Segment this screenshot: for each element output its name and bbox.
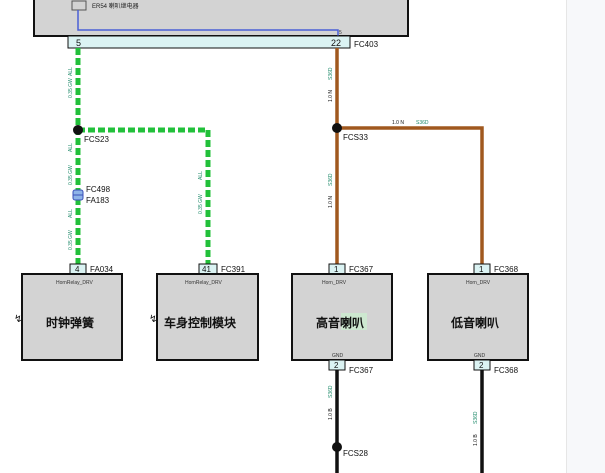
component-low-horn-gnd-label: GND: [474, 353, 486, 359]
brown-horiz-label-code: S36D: [416, 120, 429, 126]
green-wire-label-all-1: ALL: [68, 67, 74, 76]
component-low-horn-gnd-pin-number: 2: [479, 361, 484, 370]
component-high-horn-name-highlight: 喇叭: [340, 315, 364, 330]
component-clock-spring-pin-number: 4: [75, 265, 80, 274]
component-high-horn-gnd-pin-number: 2: [334, 361, 339, 370]
inline-connector-top-label: FC498: [86, 185, 111, 194]
component-bcm-extend-icon: ↯: [149, 314, 157, 325]
splice-fcs33-label: FCS33: [343, 133, 368, 142]
component-clock-spring-box: [21, 273, 123, 361]
green-branch-label-gauge: 0.35 GW: [198, 194, 204, 214]
green-wire-label-gauge-2: 0.35 GW: [68, 165, 74, 185]
relay-pin-right: 22: [331, 38, 341, 48]
relay-pin-small-label: 5: [339, 30, 342, 36]
component-clock-spring-extend-icon: ↯: [14, 314, 22, 325]
brown-wire-branch: [337, 126, 484, 264]
relay-switch-icon: [71, 0, 87, 11]
black-wire-low-label-code: S36D: [473, 411, 479, 424]
component-low-horn-name: 低音喇叭: [450, 315, 499, 330]
relay-connector-label: FC403: [354, 40, 379, 49]
component-low-horn-gnd-connector: FC368: [494, 366, 519, 375]
splice-fcs23-label: FCS23: [84, 135, 109, 144]
relay-pin-left: 5: [76, 38, 81, 48]
brown-horiz-label-gauge: 1.0 N: [392, 120, 404, 126]
green-wire-label-all-3: ALL: [68, 209, 74, 218]
wiring-diagram: ER54 喇叭继电器 5 5 22 FC403 ALL 0.35 GW ALL …: [14, 0, 529, 473]
inline-connector-bottom-label: FA183: [86, 196, 110, 205]
component-low-horn-box: [427, 273, 529, 361]
green-wire-label-all-2: ALL: [68, 143, 74, 152]
green-wire-branch: [78, 127, 211, 264]
splice-fcs33-dot: [332, 123, 342, 133]
component-clock-spring-connector: FA034: [90, 265, 114, 274]
component-high-horn-highlight: [341, 313, 367, 330]
green-wire-label-gauge-3: 0.35 GW: [68, 230, 74, 250]
black-wire-high-label-gauge: 1.0 B: [328, 408, 334, 420]
component-high-horn-name: 高音喇叭: [316, 315, 364, 330]
green-wire-label-gauge-1: 0.35 GW: [68, 78, 74, 98]
component-high-horn-signal: Horn_DRV: [322, 280, 347, 286]
relay-sub-label: ER54 喇叭继电器: [92, 2, 139, 10]
component-low-horn-signal: Horn_DRV: [466, 280, 491, 286]
component-bcm-box: [156, 273, 259, 361]
black-wire-high-label-code: S36D: [328, 385, 334, 398]
brown-wire-label-gauge-2: 1.0 N: [328, 196, 334, 208]
green-branch-label-all: ALL: [198, 171, 204, 180]
vertical-scrollbar[interactable]: [566, 0, 605, 473]
component-high-horn-name-prefix: 高音: [316, 315, 340, 330]
brown-wire-label-code-2: S36D: [328, 173, 334, 186]
component-bcm-connector: FC391: [221, 265, 246, 274]
splice-fcs28-label: FCS28: [343, 449, 368, 458]
brown-wire-label-gauge-1: 1.0 N: [328, 90, 334, 102]
component-clock-spring-name: 时钟弹簧: [46, 315, 94, 330]
splice-fcs23-dot: [73, 125, 83, 135]
component-clock-spring-signal: HornRelay_DRV: [56, 280, 94, 286]
component-high-horn-gnd-label: GND: [332, 353, 344, 359]
relay-pin-strip: [67, 35, 351, 49]
component-bcm-pin-number: 41: [202, 265, 211, 274]
component-high-horn-connector: FC367: [349, 265, 374, 274]
black-wire-low-label-gauge: 1.0 B: [473, 434, 479, 446]
component-high-horn-pin-number: 1: [334, 265, 339, 274]
splice-fcs28-dot: [332, 442, 342, 452]
black-wire-group: [335, 370, 484, 473]
brown-wire-group: [335, 48, 484, 264]
component-high-horn-gnd-connector: FC367: [349, 366, 374, 375]
relay-internal-wire: [77, 10, 339, 36]
component-low-horn-pin-number: 1: [479, 265, 484, 274]
component-bcm-signal: HornRelay_DRV: [185, 280, 223, 286]
component-bcm-name: 车身控制模块: [164, 315, 237, 330]
brown-wire-label-code-1: S36D: [328, 67, 334, 80]
component-low-horn-connector: FC368: [494, 265, 519, 274]
green-wire-group: [75, 48, 211, 264]
